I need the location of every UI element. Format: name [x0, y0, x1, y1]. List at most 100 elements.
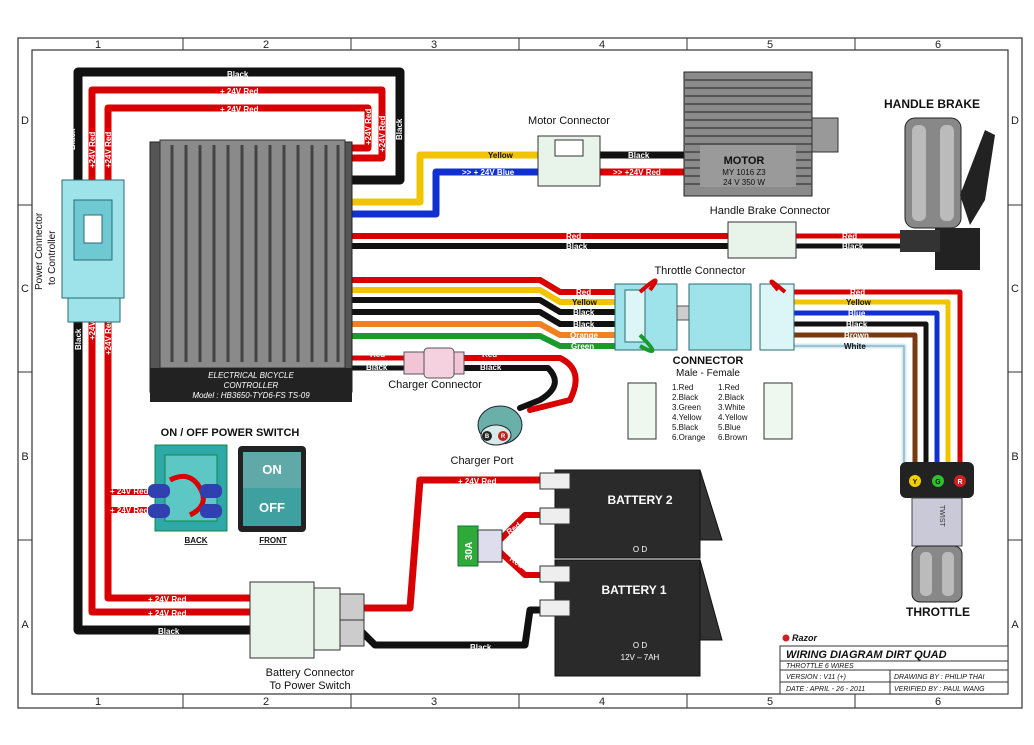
title-drawn-by: DRAWING BY : PHILIP THAI — [894, 674, 985, 681]
charger-pin-b: B — [485, 434, 490, 440]
grid-row-b-right: B — [1011, 451, 1018, 463]
label-red-left-top-2: +24V Red — [104, 132, 113, 168]
label-black-thr-r: Black — [846, 320, 868, 329]
grid-col-2-bottom: 2 — [263, 696, 269, 708]
label-blue-motor: >> + 24V Blue — [462, 168, 515, 177]
wire-yellow-motor — [348, 151, 544, 206]
wire-black2-throttle-l — [349, 309, 633, 327]
label-black-brake: Black — [566, 242, 588, 251]
charger-pin-r: R — [501, 434, 506, 440]
female-1: 1.Red — [718, 383, 739, 392]
label-red-switch-2: + 24V Red — [110, 506, 149, 515]
label-red-bottom-1: + 24V Red — [148, 595, 187, 604]
wires — [73, 67, 963, 649]
controller: ELECTRICAL BICYCLE CONTROLLER Model : HB… — [149, 139, 353, 402]
power-connector-label-1: Power Connector — [34, 212, 45, 290]
power-connector-label-2: to Controller — [47, 230, 58, 285]
throttle-pin-r: R — [957, 479, 962, 486]
throttle-pin-y: Y — [913, 479, 918, 486]
throttle — [900, 462, 974, 603]
label-green-thr-l: Green — [571, 342, 594, 351]
motor-connector-label: Motor Connector — [528, 115, 610, 127]
switch-title: ON / OFF POWER SWITCH — [161, 427, 300, 439]
grid-row-c-right: C — [1011, 283, 1019, 295]
grid-col-5-top: 5 — [767, 39, 773, 51]
male-5: 5.Black — [672, 423, 699, 432]
grid-col-3-bottom: 3 — [431, 696, 437, 708]
label-black-battery: Black — [470, 643, 492, 652]
grid-row-a-right: A — [1011, 619, 1019, 631]
title-brand: Razor — [792, 633, 818, 643]
male-1: 1.Red — [672, 383, 693, 392]
label-black-charger-r: Black — [480, 363, 502, 372]
controller-title-2: CONTROLLER — [224, 381, 279, 390]
label-red-battery2: + 24V Red — [458, 477, 497, 486]
fuse — [457, 525, 503, 567]
battery-connector — [249, 581, 365, 659]
handle-brake-connector — [727, 221, 797, 259]
female-2: 2.Black — [718, 393, 745, 402]
wire-red-charger-port — [459, 355, 579, 413]
label-black-charger: Black — [366, 363, 388, 372]
motor-spec: 24 V 350 W — [723, 178, 765, 187]
wire-orange-throttle-l — [349, 321, 633, 338]
wire-red-left-down-1 — [88, 294, 254, 616]
female-4: 4.Yellow — [718, 413, 748, 422]
throttle-connector-label: Throttle Connector — [654, 265, 745, 277]
switch-front-label: FRONT — [259, 536, 287, 545]
female-3: 3.White — [718, 403, 746, 412]
wire-red-throttle-l — [349, 277, 633, 295]
grid-col-1-top: 1 — [95, 39, 101, 51]
label-red-right-loop-2: +24V Red — [364, 109, 373, 145]
battery-2 — [539, 469, 723, 559]
male-3: 3.Green — [672, 403, 701, 412]
label-black-brake-r: Black — [842, 242, 864, 251]
title-block — [779, 634, 1009, 695]
label-red-brake: Red — [566, 232, 581, 241]
label-black-right-loop: Black — [395, 118, 404, 140]
grid-row-b-left: B — [21, 451, 28, 463]
label-red-motor: >> +24V Red — [613, 168, 661, 177]
male-2: 2.Black — [672, 393, 699, 402]
label-red-charger: Red — [370, 350, 385, 359]
label-black-bottom: Black — [158, 627, 180, 636]
battery-2-label: BATTERY 2 — [607, 493, 672, 507]
wire-red-top-loop-1 — [88, 86, 386, 184]
switch-off-label: OFF — [259, 500, 285, 515]
label-black-motor: Black — [628, 151, 650, 160]
label-yellow-motor: Yellow — [488, 151, 514, 160]
charger-connector — [403, 347, 465, 379]
charger-port-label: Charger Port — [451, 455, 514, 467]
title-version: VERSION : V11 (+) — [786, 674, 846, 681]
fuse-label: 30A — [464, 542, 475, 560]
grid-row-c-left: C — [21, 283, 29, 295]
title-subtitle: THROTTLE 6 WIRES — [786, 663, 854, 670]
title-main: WIRING DIAGRAM DIRT QUAD — [786, 649, 947, 661]
charger-connector-label: Charger Connector — [388, 379, 482, 391]
switch-on-label: ON — [262, 462, 282, 477]
throttle-pin-g: G — [935, 479, 941, 486]
switch-front — [238, 446, 306, 532]
label-black-left-down: Black — [74, 328, 83, 350]
label-black-thr-l: Black — [573, 308, 595, 317]
label-red-top-2: + 24V Red — [220, 105, 259, 114]
throttle-connector — [614, 278, 795, 354]
label-red-bottom-2: + 24V Red — [148, 609, 187, 618]
wire-red-throttle-r — [787, 289, 963, 483]
wire-green-throttle-l — [349, 333, 633, 349]
throttle-twist: TWIST — [938, 505, 945, 527]
label-red-right-loop-1: +24V Red — [378, 116, 387, 152]
charger-port — [477, 405, 523, 446]
wire-red-battery2 — [358, 476, 549, 612]
wire-blue-motor — [348, 168, 544, 218]
label-black2-thr-l: Black — [573, 320, 595, 329]
wire-brown-throttle-r — [787, 332, 918, 483]
grid-col-1-bottom: 1 — [95, 696, 101, 708]
label-orange-thr-l: Orange — [570, 331, 599, 340]
wire-red-fuse-top — [497, 512, 548, 543]
motor-model: MY 1016 Z3 — [722, 168, 766, 177]
connector-table-subtitle: Male - Female — [676, 368, 740, 379]
male-6: 6.Orange — [672, 433, 706, 442]
label-red-thr-l: Red — [576, 288, 591, 297]
